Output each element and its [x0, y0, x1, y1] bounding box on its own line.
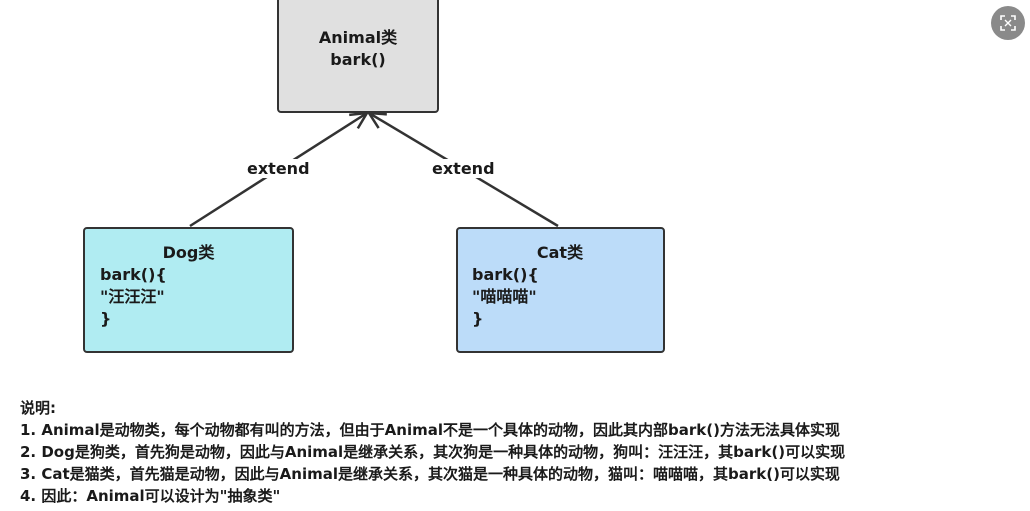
- fullscreen-toggle-icon: [1000, 15, 1016, 31]
- edge-label-dog-extend: extend: [245, 159, 312, 178]
- note-item-4: 4. 因此：Animal可以设计为"抽象类": [20, 487, 281, 505]
- cat-code-line-2: "喵喵喵": [472, 287, 537, 306]
- dog-class-title: Dog类: [162, 243, 215, 262]
- note-item-3: 3. Cat是猫类，首先猫是动物，因此与Animal是继承关系，其次猫是一种具体…: [20, 465, 840, 483]
- cat-code-line-3: }: [472, 309, 484, 328]
- dog-code-line-3: }: [100, 309, 112, 328]
- dog-class-node: Dog类 bark(){ "汪汪汪" }: [83, 227, 294, 353]
- explanation-notes: 说明: 1. Animal是动物类，每个动物都有叫的方法，但由于Animal不是…: [20, 397, 1028, 507]
- cat-class-node: Cat类 bark(){ "喵喵喵" }: [456, 227, 665, 353]
- edge-label-cat-extend: extend: [430, 159, 497, 178]
- note-item-1: 1. Animal是动物类，每个动物都有叫的方法，但由于Animal不是一个具体…: [20, 421, 840, 439]
- note-item-2: 2. Dog是狗类，首先狗是动物，因此与Animal是继承关系，其次狗是一种具体…: [20, 443, 846, 461]
- animal-class-title: Animal类: [318, 28, 398, 47]
- animal-class-method: bark(): [330, 50, 386, 69]
- fullscreen-toggle-button[interactable]: [991, 6, 1025, 40]
- notes-heading: 说明:: [20, 399, 56, 417]
- class-diagram: Animal类 bark() extend extend Dog类 bark()…: [83, 0, 665, 353]
- cat-class-title: Cat类: [536, 243, 584, 262]
- cat-code-line-1: bark(){: [472, 265, 539, 284]
- animal-class-node: Animal类 bark(): [277, 0, 439, 113]
- dog-code-line-1: bark(){: [100, 265, 167, 284]
- dog-code-line-2: "汪汪汪": [100, 287, 165, 306]
